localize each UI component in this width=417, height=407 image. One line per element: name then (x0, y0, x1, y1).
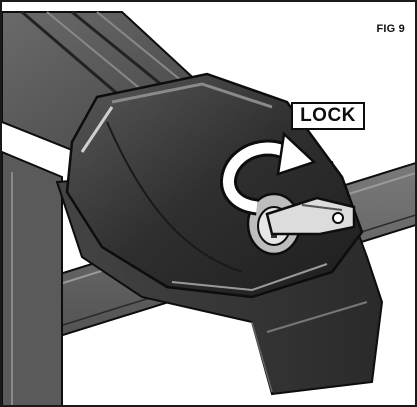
rotate-clockwise-arrow-icon (220, 131, 317, 216)
figure-label: FIG 9 (376, 23, 405, 35)
base-bar (2, 150, 63, 405)
lock-callout: LOCK (291, 102, 365, 130)
key (265, 196, 356, 236)
